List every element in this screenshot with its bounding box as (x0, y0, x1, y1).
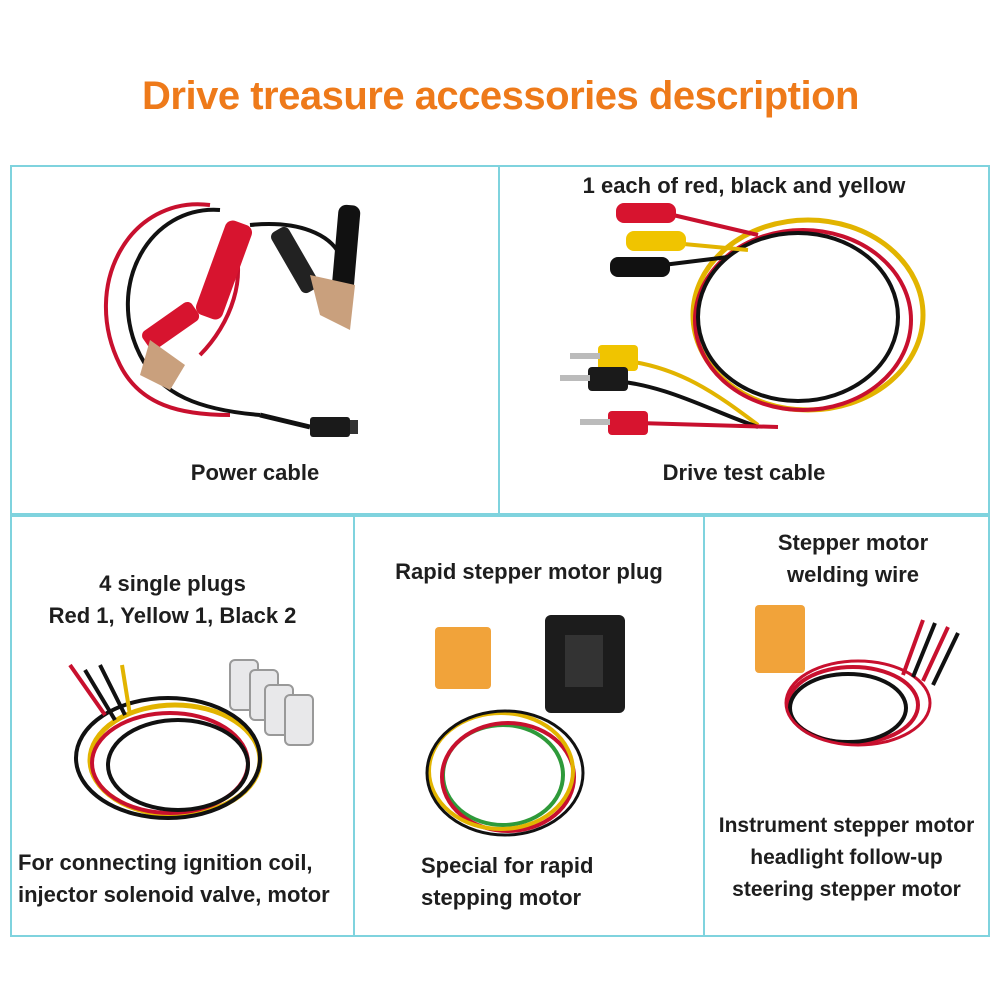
rapid-plug-caption: Special for rapid stepping motor (353, 850, 721, 914)
welding-wire-caption: Instrument stepper motor headlight follo… (703, 810, 990, 906)
single-plugs-top-note: 4 single plugs Red 1, Yellow 1, Black 2 (10, 568, 335, 632)
top-note-line: Rapid stepper motor plug (395, 559, 663, 584)
single-plugs-caption: For connecting ignition coil, injector s… (10, 847, 363, 911)
caption-line: For connecting ignition coil, (18, 850, 313, 875)
single-plugs-image (68, 659, 314, 820)
caption-line: headlight follow-up (750, 846, 943, 869)
top-note-line: welding wire (786, 562, 920, 587)
page-title: Drive treasure accessories description (142, 74, 859, 118)
rapid-plug-top-note: Rapid stepper motor plug (353, 556, 705, 588)
panel-welding-wire (703, 515, 990, 937)
drive-test-cable-image (560, 203, 926, 435)
caption-line: Power cable (190, 460, 320, 485)
caption-line: stepping motor (421, 885, 582, 910)
drive-test-cable-top-note: 1 each of red, black and yellow (498, 170, 990, 202)
top-note-line: Stepper motor (777, 530, 929, 555)
top-note-line: 4 single plugs (99, 571, 246, 596)
top-note-line: Red 1, Yellow 1, Black 2 (48, 603, 297, 628)
caption-line: Special for rapid (421, 853, 594, 878)
caption-line: Instrument stepper motor (718, 814, 975, 837)
welding-wire-top-note: Stepper motor welding wire (703, 527, 1001, 591)
caption-line: Drive test cable (662, 460, 826, 485)
power-cable-image (103, 202, 361, 437)
power-cable-caption: Power cable (10, 457, 500, 489)
rapid-plug-image (425, 615, 625, 837)
caption-line: injector solenoid valve, motor (18, 882, 330, 907)
top-note-line: 1 each of red, black and yellow (582, 173, 906, 198)
welding-wire-image (755, 605, 960, 747)
caption-line: steering stepper motor (732, 878, 961, 901)
drive-test-cable-caption: Drive test cable (498, 457, 990, 489)
